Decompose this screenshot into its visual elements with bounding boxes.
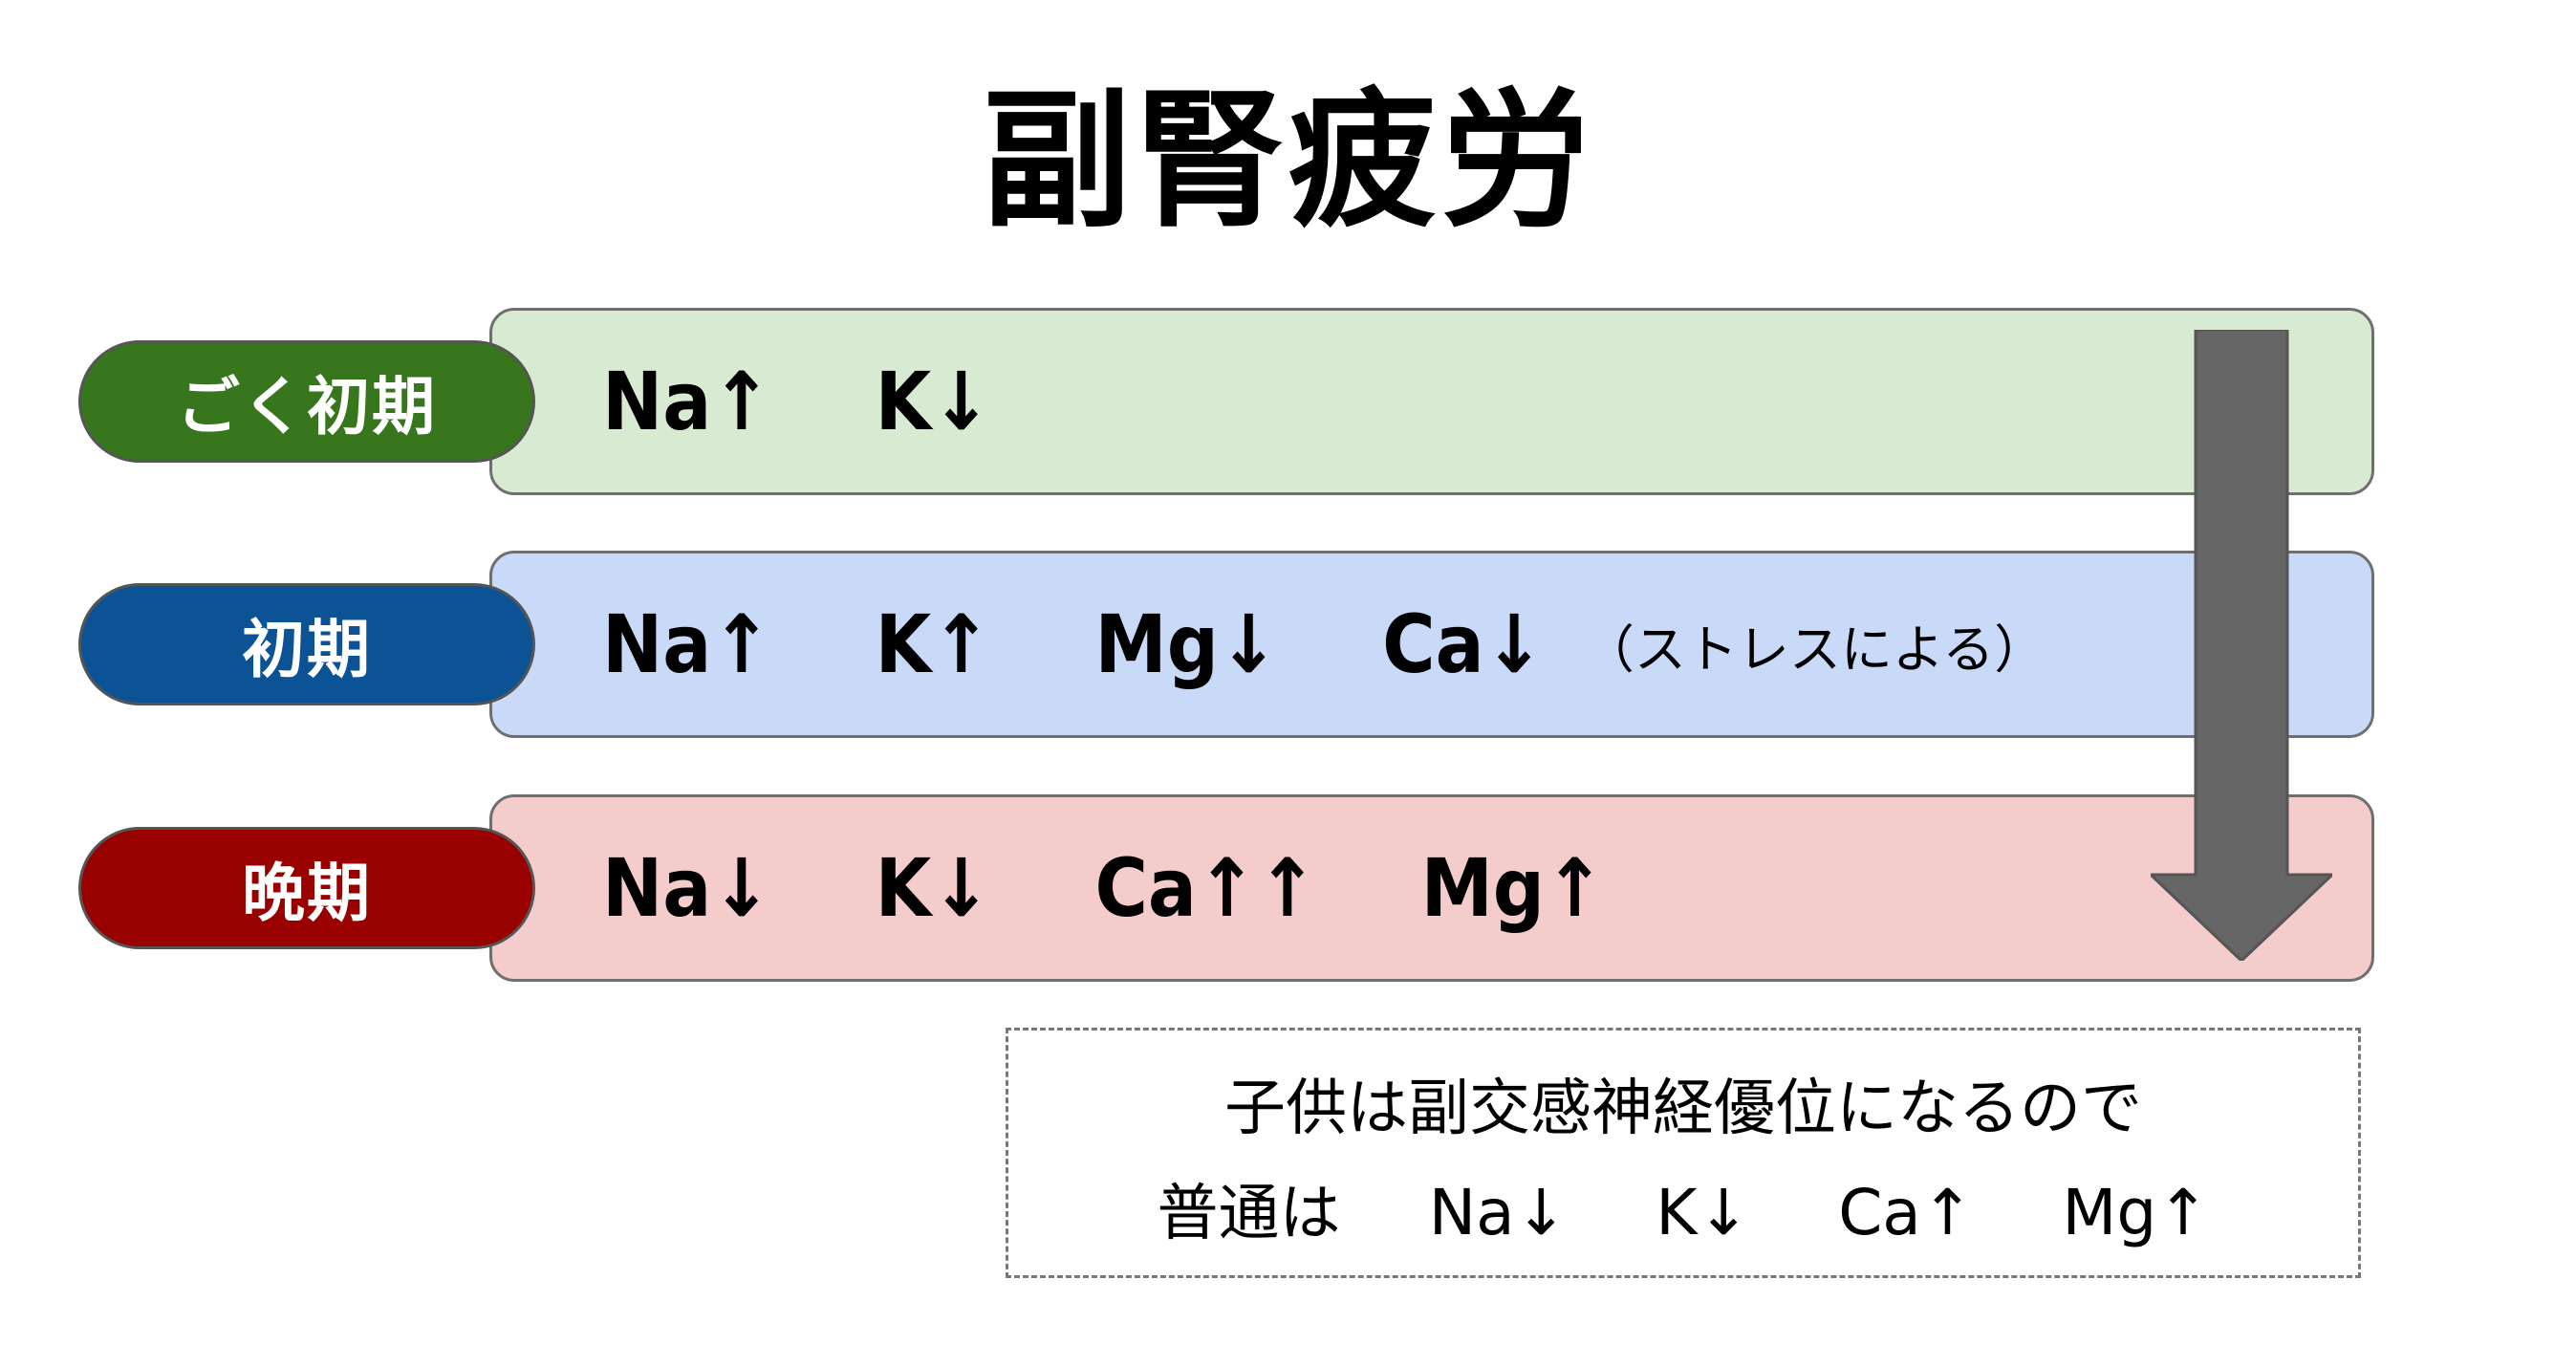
ion-value: Na↓ <box>602 841 772 935</box>
stage-label-very-early: ごく初期 <box>78 340 535 463</box>
stage-note: （ストレスによる） <box>1582 618 2046 680</box>
page-title: 副腎疲労 <box>982 74 1594 248</box>
ion-value: K↓ <box>875 355 992 448</box>
ion-value: Ca↑ <box>1838 1176 1975 1249</box>
down-arrow-icon <box>2151 330 2332 961</box>
stage-ions-early: Na↑ K↑ Mg↓ Ca↓ （ストレスによる） <box>602 551 2046 738</box>
ion-value: Ca↑↑ <box>1094 841 1318 935</box>
child-note-box: 子供は副交感神経優位になるので 普通は Na↓ K↓ Ca↑ Mg↑ <box>1006 1028 2361 1278</box>
stage-label-early: 初期 <box>78 583 535 705</box>
stage-band-late <box>489 794 2374 982</box>
child-note-ions: 普通は Na↓ K↓ Ca↑ Mg↑ <box>1008 1164 2358 1252</box>
ion-value: Na↑ <box>602 355 772 448</box>
ion-value: K↓ <box>875 841 992 935</box>
ion-value: Mg↑ <box>1420 841 1606 935</box>
child-note-lead: 普通は <box>1157 1179 1341 1249</box>
ion-value: Ca↓ <box>1382 597 1545 691</box>
ion-value: Na↑ <box>602 597 772 691</box>
stage-ions-very-early: Na↑ K↓ <box>602 308 991 495</box>
ion-value: K↑ <box>875 597 992 691</box>
stage-ions-late: Na↓ K↓ Ca↑↑ Mg↑ <box>602 794 1605 982</box>
stage-label-late: 晩期 <box>78 827 535 949</box>
child-note-line: 子供は副交感神経優位になるので <box>1224 1074 2142 1144</box>
stage-band-early <box>489 551 2374 738</box>
ion-value: Mg↓ <box>1094 597 1280 691</box>
ion-value: K↓ <box>1656 1176 1750 1249</box>
ion-value: Mg↑ <box>2062 1176 2210 1249</box>
ion-value: Na↓ <box>1428 1176 1568 1249</box>
stage-band-early-early <box>489 308 2374 495</box>
